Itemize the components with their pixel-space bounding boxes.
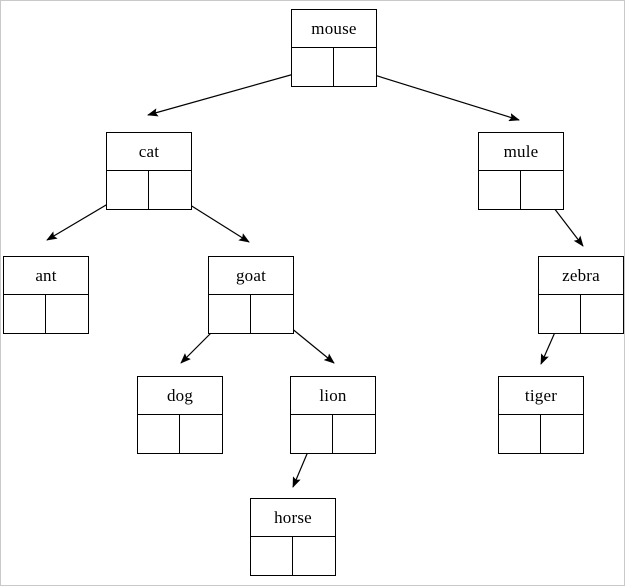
- node-right-pointer-mule[interactable]: [521, 171, 563, 209]
- node-right-pointer-dog[interactable]: [180, 415, 222, 453]
- tree-node-mule[interactable]: mule: [478, 132, 564, 210]
- node-label-mule: mule: [479, 133, 563, 171]
- node-left-pointer-cat[interactable]: [107, 171, 149, 209]
- node-label-tiger: tiger: [499, 377, 583, 415]
- node-right-pointer-mouse[interactable]: [334, 48, 376, 86]
- tree-node-goat[interactable]: goat: [208, 256, 294, 334]
- node-pointers-mule: [479, 171, 563, 209]
- node-left-pointer-mouse[interactable]: [292, 48, 334, 86]
- node-pointers-horse: [251, 537, 335, 575]
- node-pointers-mouse: [292, 48, 376, 86]
- node-left-pointer-ant[interactable]: [4, 295, 46, 333]
- node-left-pointer-mule[interactable]: [479, 171, 521, 209]
- tree-node-cat[interactable]: cat: [106, 132, 192, 210]
- node-left-pointer-horse[interactable]: [251, 537, 293, 575]
- node-right-pointer-tiger[interactable]: [541, 415, 583, 453]
- node-label-zebra: zebra: [539, 257, 623, 295]
- node-left-pointer-zebra[interactable]: [539, 295, 581, 333]
- node-pointers-goat: [209, 295, 293, 333]
- tree-node-horse[interactable]: horse: [250, 498, 336, 576]
- tree-node-dog[interactable]: dog: [137, 376, 223, 454]
- node-right-pointer-zebra[interactable]: [581, 295, 623, 333]
- node-label-mouse: mouse: [292, 10, 376, 48]
- tree-node-mouse[interactable]: mouse: [291, 9, 377, 87]
- node-left-pointer-dog[interactable]: [138, 415, 180, 453]
- node-right-pointer-ant[interactable]: [46, 295, 88, 333]
- node-pointers-zebra: [539, 295, 623, 333]
- node-left-pointer-tiger[interactable]: [499, 415, 541, 453]
- node-right-pointer-horse[interactable]: [293, 537, 335, 575]
- node-label-cat: cat: [107, 133, 191, 171]
- node-pointers-dog: [138, 415, 222, 453]
- node-label-lion: lion: [291, 377, 375, 415]
- node-right-pointer-cat[interactable]: [149, 171, 191, 209]
- tree-node-ant[interactable]: ant: [3, 256, 89, 334]
- node-pointers-cat: [107, 171, 191, 209]
- tree-node-tiger[interactable]: tiger: [498, 376, 584, 454]
- node-left-pointer-goat[interactable]: [209, 295, 251, 333]
- node-right-pointer-goat[interactable]: [251, 295, 293, 333]
- tree-node-zebra[interactable]: zebra: [538, 256, 624, 334]
- node-right-pointer-lion[interactable]: [333, 415, 375, 453]
- node-label-dog: dog: [138, 377, 222, 415]
- tree-node-lion[interactable]: lion: [290, 376, 376, 454]
- node-label-goat: goat: [209, 257, 293, 295]
- node-pointers-tiger: [499, 415, 583, 453]
- node-left-pointer-lion[interactable]: [291, 415, 333, 453]
- node-pointers-ant: [4, 295, 88, 333]
- node-label-horse: horse: [251, 499, 335, 537]
- tree-edge-mouse-right-mule: [354, 68, 520, 122]
- node-pointers-lion: [291, 415, 375, 453]
- tree-edge-mouse-left-cat: [147, 68, 313, 117]
- node-label-ant: ant: [4, 257, 88, 295]
